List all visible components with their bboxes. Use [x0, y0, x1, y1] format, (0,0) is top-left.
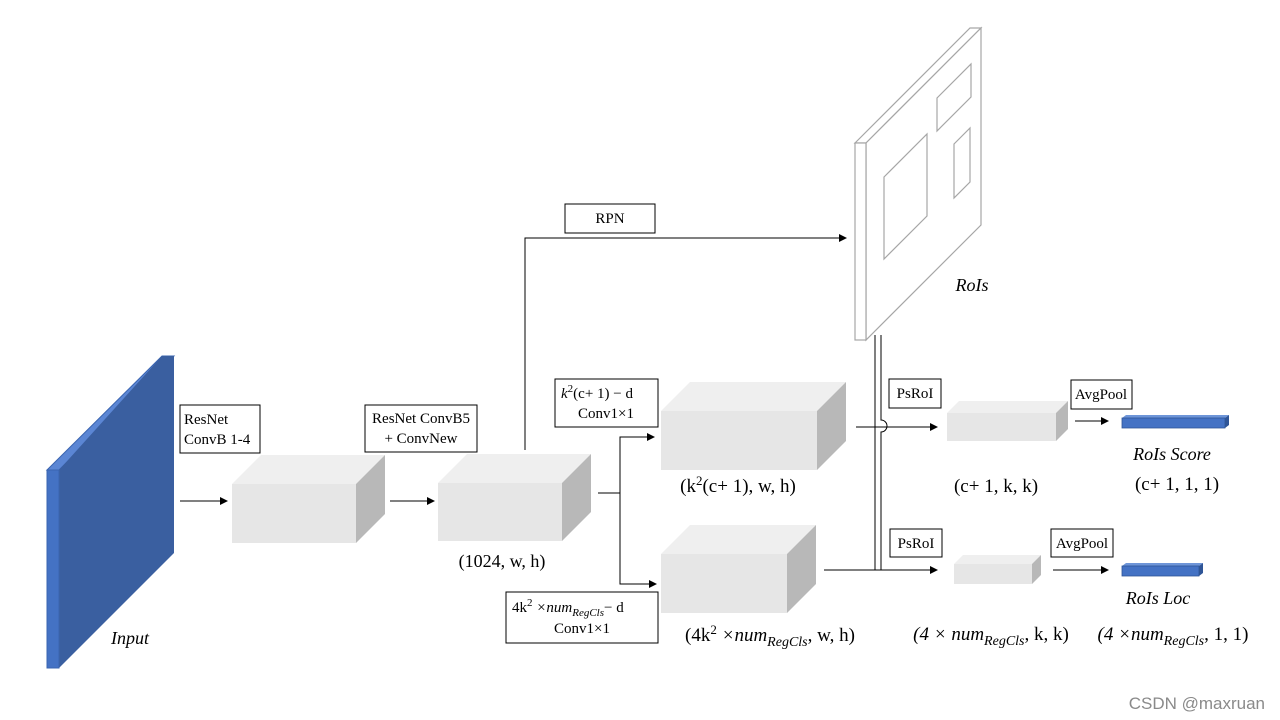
cls-conv-label-box: k2(c+ 1) − d Conv1×1	[554, 378, 659, 428]
avgpool-bottom-box: AvgPool	[1050, 528, 1114, 558]
rois-loc-label: RoIs Loc	[1125, 588, 1191, 608]
psroi-top-label: PsRoI	[897, 386, 934, 402]
rois-loc-bar	[1121, 563, 1203, 577]
avgpool-bottom-label: AvgPool	[1056, 536, 1108, 552]
stage2-label-box: ResNet ConvB5 + ConvNew	[364, 404, 478, 453]
avgpool-top-box: AvgPool	[1070, 379, 1133, 410]
cls-pooled-dims: (c+ 1, k, k)	[954, 476, 1038, 497]
watermark: CSDN @maxruan	[1129, 694, 1265, 713]
stage2-label-line1: ResNet ConvB5	[372, 411, 470, 427]
rois-label: RoIs	[955, 275, 989, 295]
reg-map-block	[661, 525, 816, 613]
cls-score-map-block	[661, 382, 846, 470]
rpn-arrow	[524, 234, 847, 450]
feature-block-1	[232, 455, 385, 543]
rois-score-dims: (c+ 1, 1, 1)	[1135, 474, 1219, 495]
feature-block-2	[438, 454, 591, 541]
input-label: Input	[110, 628, 150, 648]
psroi-bottom-box: PsRoI	[889, 528, 943, 558]
stage1-label-line1: ResNet	[184, 412, 229, 428]
rpn-label-box: RPN	[564, 203, 656, 234]
svg-text:k2(c+ 1) − d: k2(c+ 1) − d	[561, 383, 633, 402]
arrow-to-reg-branch	[619, 493, 657, 588]
input-feature-slab	[45, 355, 176, 669]
rois-line-right	[880, 335, 888, 570]
psroi-bottom-label: PsRoI	[898, 536, 935, 552]
reg-conv-line2: Conv1×1	[554, 621, 610, 637]
cls-conv-expr: (c+ 1) − d	[573, 386, 633, 402]
cls-conv-line2: Conv1×1	[578, 406, 634, 422]
cls-pooled-block	[947, 401, 1068, 441]
reg-pooled-block	[954, 555, 1041, 584]
rois-score-label: RoIs Score	[1132, 444, 1211, 464]
reg-conv-label-box: 4k2 ×numRegCls− d Conv1×1	[505, 591, 659, 644]
reg-feature-dims: (4k2 ×numRegCls, w, h)	[685, 622, 855, 650]
rois-score-bar	[1121, 415, 1229, 429]
feature-dims-label: (1024, w, h)	[459, 551, 546, 572]
svg-text:4k2 ×numRegCls− d: 4k2 ×numRegCls− d	[512, 597, 624, 619]
avgpool-top-label: AvgPool	[1075, 387, 1127, 403]
rois-loc-dims: (4 ×numRegCls, 1, 1)	[1098, 624, 1249, 649]
cls-conv-k: k	[561, 386, 568, 402]
rpn-label: RPN	[595, 211, 624, 227]
reg-pooled-dims: (4 × numRegCls, k, k)	[913, 624, 1069, 649]
cls-feature-dims: (k2(c+ 1), w, h)	[680, 473, 796, 497]
arrow-to-cls-branch	[619, 433, 655, 493]
stage1-label-line2: ConvB 1-4	[184, 432, 251, 448]
cls-conv-exp: 2	[568, 383, 574, 395]
stage2-label-line2: + ConvNew	[384, 431, 457, 447]
rois-panel	[853, 26, 983, 342]
stage1-label-box: ResNet ConvB 1-4	[179, 404, 261, 454]
psroi-top-box: PsRoI	[888, 378, 942, 409]
